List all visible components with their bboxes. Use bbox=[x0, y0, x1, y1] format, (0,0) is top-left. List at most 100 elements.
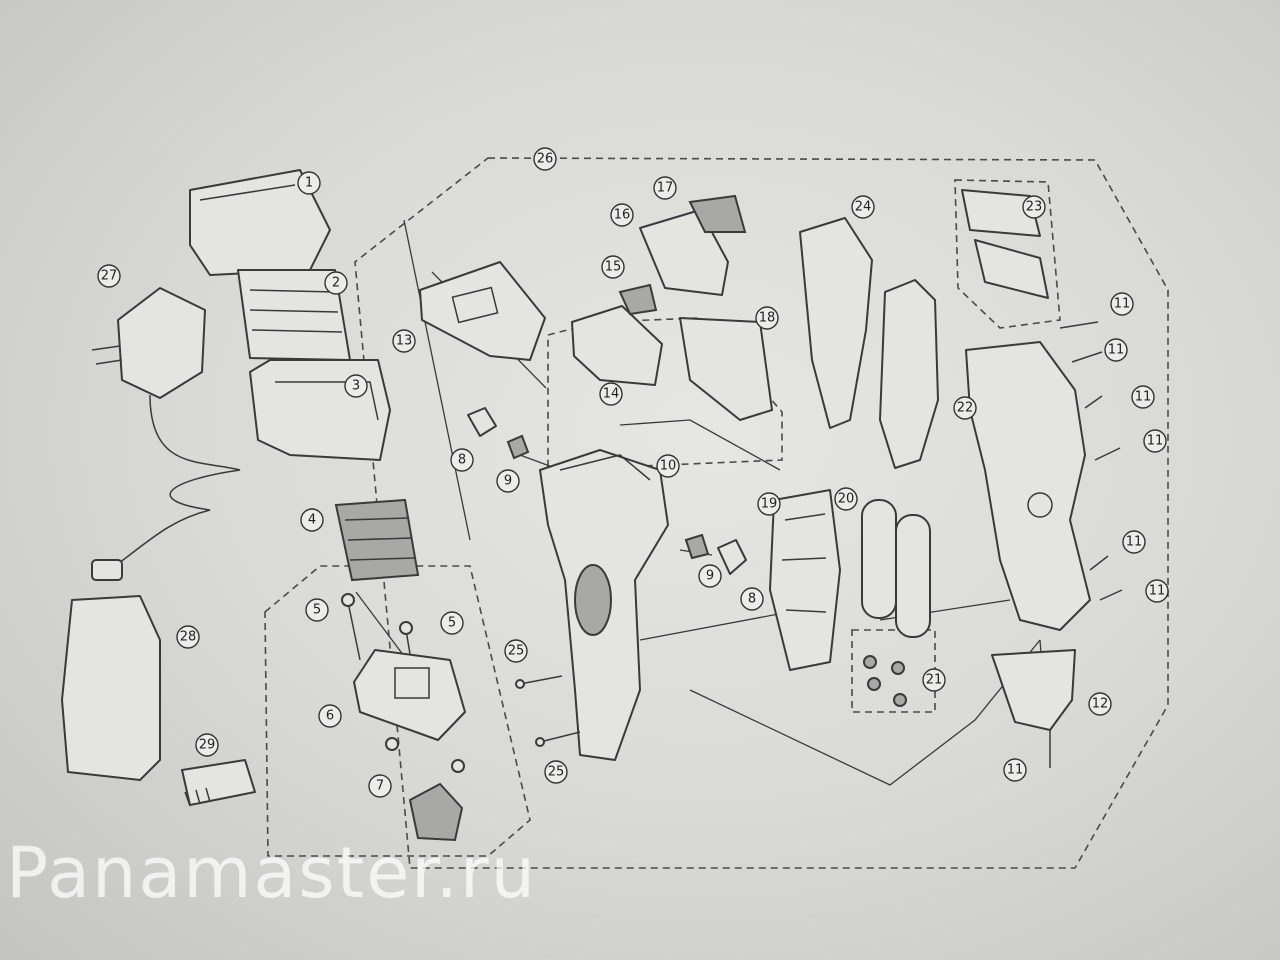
svg-text:11: 11 bbox=[1147, 434, 1164, 449]
callout-24: 24 bbox=[851, 195, 875, 219]
callout-15: 15 bbox=[601, 255, 625, 279]
callout-11a: 11 bbox=[1110, 292, 1134, 316]
callout-29: 29 bbox=[195, 733, 219, 757]
svg-text:5: 5 bbox=[313, 603, 321, 618]
callout-9b: 9 bbox=[698, 564, 722, 588]
svg-text:11: 11 bbox=[1135, 390, 1152, 405]
svg-text:2: 2 bbox=[332, 276, 340, 291]
callout-22: 22 bbox=[953, 396, 977, 420]
callout-27: 27 bbox=[97, 264, 121, 288]
part-23-switch bbox=[961, 189, 1049, 299]
svg-text:25: 25 bbox=[508, 644, 525, 659]
svg-text:15: 15 bbox=[605, 260, 622, 275]
callout-11g: 11 bbox=[1003, 758, 1027, 782]
part-28-pouch bbox=[61, 595, 161, 781]
callout-3: 3 bbox=[344, 374, 368, 398]
svg-text:21: 21 bbox=[926, 673, 943, 688]
callout-9a: 9 bbox=[496, 469, 520, 493]
part-13-head-holder bbox=[419, 261, 546, 361]
callout-12: 12 bbox=[1088, 692, 1112, 716]
part-10-main-body bbox=[539, 449, 669, 761]
callout-2: 2 bbox=[324, 271, 348, 295]
part-20-batteries bbox=[861, 499, 931, 638]
callout-10: 10 bbox=[656, 454, 680, 478]
callout-28: 28 bbox=[176, 625, 200, 649]
callout-4: 4 bbox=[300, 508, 324, 532]
svg-text:24: 24 bbox=[855, 200, 872, 215]
svg-text:17: 17 bbox=[657, 181, 674, 196]
callout-23: 23 bbox=[1022, 195, 1046, 219]
svg-text:6: 6 bbox=[326, 709, 334, 724]
group-26-outline bbox=[354, 157, 1169, 869]
callout-6: 6 bbox=[318, 704, 342, 728]
svg-text:1: 1 bbox=[305, 176, 313, 191]
svg-text:5: 5 bbox=[448, 616, 456, 631]
callout-11f: 11 bbox=[1145, 579, 1169, 603]
part-4-inner-blade bbox=[334, 498, 420, 582]
callout-14: 14 bbox=[599, 382, 623, 406]
svg-text:11: 11 bbox=[1007, 763, 1024, 778]
part-6-base-plate bbox=[353, 649, 466, 741]
callout-21: 21 bbox=[922, 668, 946, 692]
callout-1: 1 bbox=[297, 171, 321, 195]
svg-text:28: 28 bbox=[180, 630, 197, 645]
svg-text:3: 3 bbox=[352, 379, 360, 394]
part-21-nuts bbox=[863, 655, 907, 707]
part-25-screws bbox=[515, 675, 581, 747]
part-24-side-panels bbox=[799, 217, 939, 469]
callout-5a: 5 bbox=[305, 598, 329, 622]
part-8-9-springs bbox=[467, 407, 747, 575]
callout-5b: 5 bbox=[440, 611, 464, 635]
svg-text:26: 26 bbox=[537, 152, 554, 167]
svg-text:11: 11 bbox=[1108, 343, 1125, 358]
callout-16: 16 bbox=[610, 203, 634, 227]
callout-20: 20 bbox=[834, 487, 858, 511]
part-7-washers-cap bbox=[385, 737, 465, 842]
part-11-screws bbox=[1049, 321, 1123, 768]
callout-13: 13 bbox=[392, 329, 416, 353]
callout-18: 18 bbox=[755, 306, 779, 330]
svg-text:9: 9 bbox=[504, 474, 512, 489]
svg-text:22: 22 bbox=[957, 401, 974, 416]
group-23-outline bbox=[954, 179, 1061, 329]
part-3-foil-frame bbox=[249, 359, 391, 461]
svg-text:11: 11 bbox=[1126, 535, 1143, 550]
part-29-brush bbox=[181, 759, 256, 807]
callout-19: 19 bbox=[757, 492, 781, 516]
svg-text:19: 19 bbox=[761, 497, 778, 512]
part-19-circuit-board bbox=[769, 489, 841, 671]
part-1-outer-cover bbox=[189, 169, 331, 276]
part-14-18-drive-assembly bbox=[571, 194, 773, 421]
svg-text:20: 20 bbox=[838, 492, 855, 507]
svg-text:4: 4 bbox=[308, 513, 316, 528]
part-27-adapter bbox=[91, 287, 241, 581]
svg-text:7: 7 bbox=[376, 779, 384, 794]
svg-text:18: 18 bbox=[759, 311, 776, 326]
svg-text:27: 27 bbox=[101, 269, 118, 284]
callout-11d: 11 bbox=[1143, 429, 1167, 453]
callout-17: 17 bbox=[653, 176, 677, 200]
part-22-rear-housing bbox=[965, 341, 1091, 631]
svg-text:12: 12 bbox=[1092, 697, 1109, 712]
watermark: Panamaster.ru bbox=[6, 832, 538, 914]
svg-text:16: 16 bbox=[614, 208, 631, 223]
callout-11b: 11 bbox=[1104, 338, 1128, 362]
svg-text:8: 8 bbox=[748, 592, 756, 607]
callout-26: 26 bbox=[533, 147, 557, 171]
callout-8b: 8 bbox=[740, 587, 764, 611]
group-5-7-outline bbox=[264, 565, 531, 857]
callout-11e: 11 bbox=[1122, 530, 1146, 554]
svg-text:25: 25 bbox=[548, 765, 565, 780]
callout-25b: 25 bbox=[544, 760, 568, 784]
callout-8a: 8 bbox=[450, 448, 474, 472]
callout-11c: 11 bbox=[1131, 385, 1155, 409]
svg-text:14: 14 bbox=[603, 387, 620, 402]
callout-7: 7 bbox=[368, 774, 392, 798]
svg-text:9: 9 bbox=[706, 569, 714, 584]
callout-25a: 25 bbox=[504, 639, 528, 663]
svg-text:23: 23 bbox=[1026, 200, 1043, 215]
svg-text:8: 8 bbox=[458, 453, 466, 468]
svg-text:13: 13 bbox=[396, 334, 413, 349]
